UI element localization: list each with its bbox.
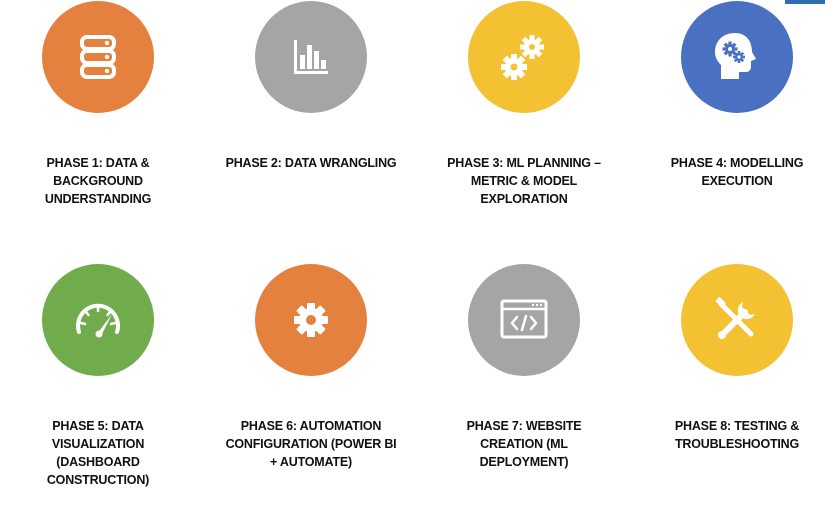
head-gears-icon <box>715 33 756 79</box>
database-icon <box>80 35 116 79</box>
phase-4: PHASE 4: MODELLING EXECUTION <box>637 1 825 190</box>
phase-1-label: PHASE 1: DATA & BACKGROUND UNDERSTANDING <box>44 156 152 206</box>
phase-4-label: PHASE 4: MODELLING EXECUTION <box>670 156 804 188</box>
phase-8-circle <box>681 264 793 376</box>
phase-7: PHASE 7: WEBSITE CREATION (ML DEPLOYMENT… <box>424 264 624 471</box>
bar-chart-icon <box>294 40 328 74</box>
phase-7-label: PHASE 7: WEBSITE CREATION (ML DEPLOYMENT… <box>466 419 582 469</box>
phase-6-label: PHASE 6: AUTOMATION CONFIGURATION (POWER… <box>225 419 397 469</box>
code-window-icon <box>500 299 548 339</box>
gauge-icon <box>76 303 120 338</box>
phase-6: PHASE 6: AUTOMATION CONFIGURATION (POWER… <box>211 264 411 471</box>
phase-4-circle <box>681 1 793 113</box>
phase-2: PHASE 2: DATA WRANGLING <box>211 1 411 172</box>
phase-8-label: PHASE 8: TESTING & TROUBLESHOOTING <box>674 419 800 451</box>
phase-3: PHASE 3: ML PLANNING – METRIC & MODEL EX… <box>424 1 624 208</box>
corner-accent <box>785 0 825 4</box>
phase-1: PHASE 1: DATA & BACKGROUND UNDERSTANDING <box>0 1 198 208</box>
phase-5-circle <box>42 264 154 376</box>
phase-3-circle <box>468 1 580 113</box>
phase-6-circle <box>255 264 367 376</box>
phase-5-label: PHASE 5: DATA VISUALIZATION (DASHBOARD C… <box>46 419 150 487</box>
phase-7-circle <box>468 264 580 376</box>
phase-1-circle <box>42 1 154 113</box>
phase-5: PHASE 5: DATA VISUALIZATION (DASHBOARD C… <box>0 264 198 489</box>
gears-icon <box>501 35 544 80</box>
tools-icon <box>715 297 755 339</box>
gear-icon <box>294 303 328 337</box>
phase-3-label: PHASE 3: ML PLANNING – METRIC & MODEL EX… <box>447 156 601 206</box>
phase-2-label: PHASE 2: DATA WRANGLING <box>225 156 397 170</box>
phase-2-circle <box>255 1 367 113</box>
phase-8: PHASE 8: TESTING & TROUBLESHOOTING <box>637 264 825 453</box>
